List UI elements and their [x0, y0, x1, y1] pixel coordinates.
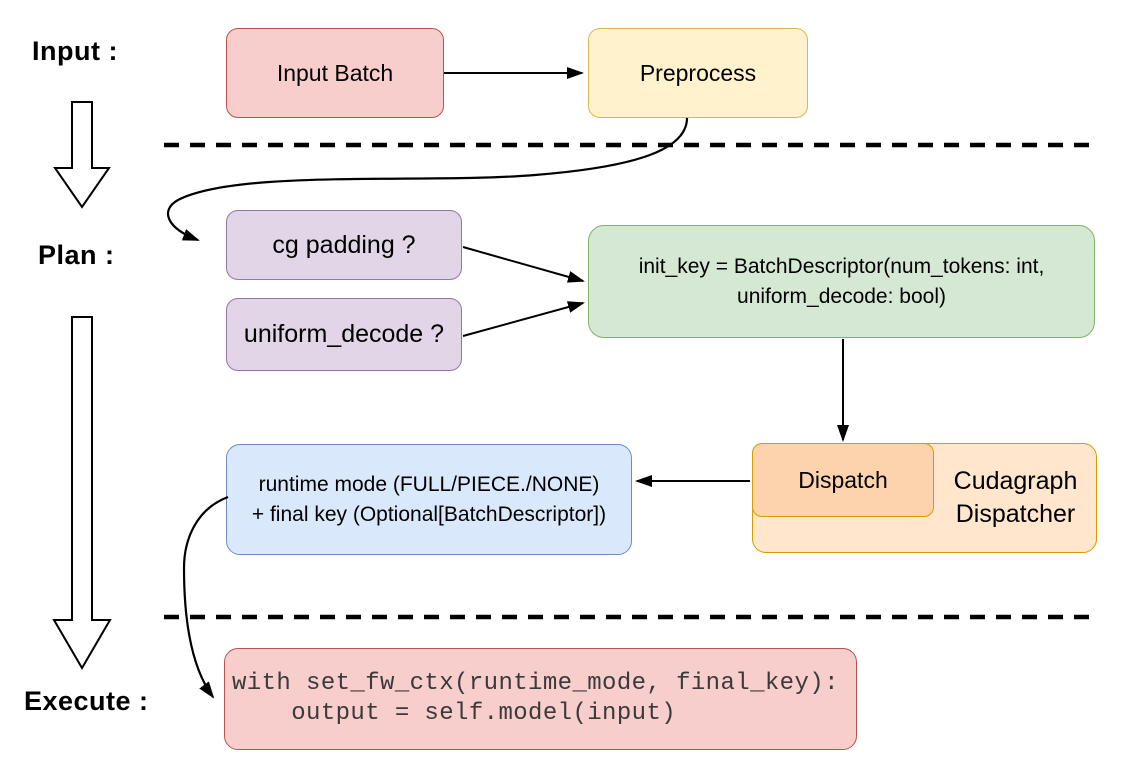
- section-label-plan: Plan :: [38, 240, 115, 270]
- cudagraph-line1: Cudagraph: [953, 467, 1078, 495]
- node-uniform-decode-label: uniform_decode ?: [243, 320, 445, 348]
- hollow-arrow-input-to-plan: [53, 101, 111, 209]
- node-input-batch: Input Batch: [226, 28, 444, 118]
- hollow-arrow-plan-to-execute: [52, 316, 112, 670]
- edge-runtime-mode-to-execute-code: [182, 495, 229, 699]
- node-preprocess: Preprocess: [588, 28, 808, 118]
- cudagraph-line2: Dispatcher: [955, 500, 1076, 528]
- execute-code-line1: with set_fw_ctx(runtime_mode, final_key)…: [232, 670, 839, 697]
- node-dispatch-label: Dispatch: [798, 466, 888, 493]
- node-init-key: init_key = BatchDescriptor(num_tokens: i…: [588, 225, 1095, 338]
- section-label-execute: Execute :: [24, 686, 149, 716]
- node-runtime-mode: runtime mode (FULL/PIECE./NONE) + final …: [226, 444, 632, 555]
- node-uniform-decode: uniform_decode ?: [226, 298, 462, 371]
- node-preprocess-label: Preprocess: [639, 59, 757, 86]
- node-execute-code: with set_fw_ctx(runtime_mode, final_key)…: [224, 648, 857, 750]
- node-runtime-mode-line2: + final key (Optional[BatchDescriptor]): [251, 502, 607, 526]
- edge-uniform-decode-to-init-key: [462, 301, 585, 337]
- node-cg-padding: cg padding ?: [226, 210, 462, 280]
- execute-code-line2: output = self.model(input): [232, 700, 677, 727]
- node-init-key-line2: uniform_decode: bool): [737, 284, 946, 308]
- edge-cg-padding-to-init-key: [462, 246, 585, 283]
- node-input-batch-label: Input Batch: [276, 59, 394, 86]
- section-label-input: Input :: [32, 36, 118, 66]
- node-cg-padding-label: cg padding ?: [272, 230, 416, 259]
- node-cudagraph-dispatcher-label: Cudagraph Dispatcher: [934, 443, 1097, 553]
- node-runtime-mode-line1: runtime mode (FULL/PIECE./NONE): [258, 472, 600, 496]
- node-init-key-line1: init_key = BatchDescriptor(num_tokens: i…: [638, 254, 1045, 278]
- node-dispatch: Dispatch: [752, 443, 934, 517]
